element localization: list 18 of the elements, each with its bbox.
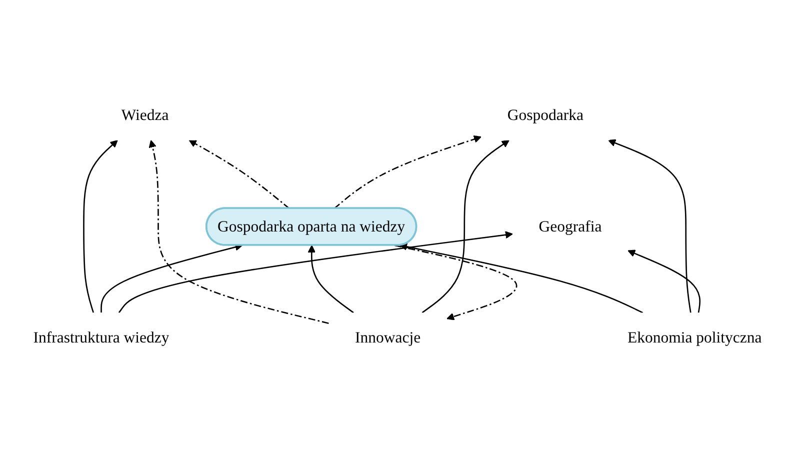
node-text: Gospodarka bbox=[507, 106, 584, 124]
node-text: Ekonomia polityczna bbox=[627, 328, 762, 346]
node-text: Innowacje bbox=[355, 328, 421, 346]
arrow bbox=[188, 140, 290, 210]
arrow bbox=[608, 139, 692, 313]
arrow bbox=[83, 140, 118, 313]
arrow bbox=[334, 135, 482, 210]
node-text: Geografia bbox=[538, 217, 602, 235]
arrow bbox=[628, 250, 701, 313]
arrow bbox=[308, 244, 354, 314]
node-text: Infrastruktura wiedzy bbox=[33, 328, 170, 346]
arrow bbox=[400, 242, 643, 314]
arrow bbox=[118, 231, 513, 314]
arrow bbox=[394, 244, 518, 320]
arrow bbox=[422, 140, 510, 314]
arrow bbox=[100, 243, 243, 313]
node-text: Wiedza bbox=[121, 106, 169, 124]
arrow bbox=[148, 140, 329, 324]
